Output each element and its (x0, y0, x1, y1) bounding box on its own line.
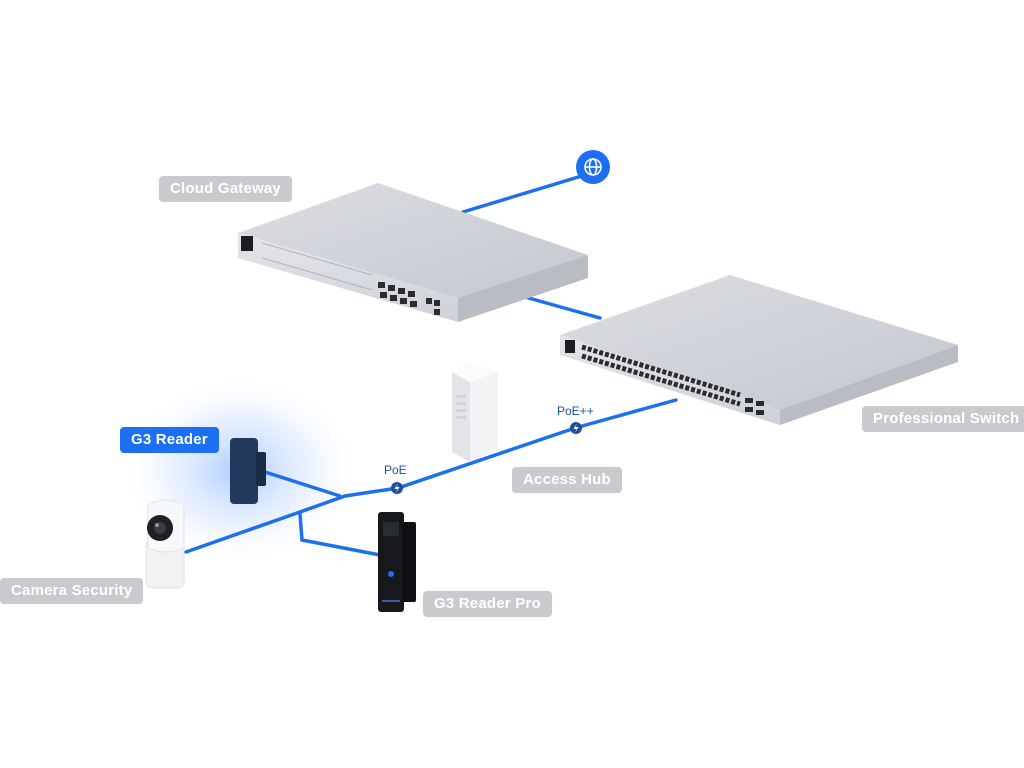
professional-switch-label: Professional Switch (862, 406, 1024, 432)
access-hub-label: Access Hub (512, 467, 622, 493)
cable-reader-pro (298, 512, 382, 557)
g3-reader-device[interactable] (230, 438, 266, 504)
poe-plus-link-label: PoE++ (557, 404, 594, 418)
g3-reader-label: G3 Reader (120, 427, 219, 453)
poe-link-label: PoE (384, 463, 407, 477)
professional-switch-device[interactable] (560, 275, 958, 425)
switch-sfp-ports (745, 398, 764, 415)
lightning-icon (573, 423, 579, 433)
globe-icon (584, 158, 602, 176)
cloud-gateway-label: Cloud Gateway (159, 176, 292, 202)
internet-node[interactable] (576, 150, 610, 184)
g3-reader-pro-device[interactable] (378, 512, 416, 612)
cable-internet (461, 173, 587, 214)
cloud-gateway-device[interactable] (238, 183, 588, 322)
switch-port-rows (581, 344, 741, 407)
poe-plus-marker (570, 422, 582, 434)
g3-reader-pro-label: G3 Reader Pro (423, 591, 552, 617)
cable-reader (263, 470, 342, 498)
camera-security-device[interactable] (145, 499, 185, 589)
cables (184, 173, 678, 557)
lightning-icon (394, 483, 400, 493)
cable-switch-camera (184, 398, 678, 554)
camera-security-label: Camera Security (0, 578, 144, 604)
gateway-ports (378, 282, 440, 315)
power-icon (565, 340, 575, 353)
poe-marker (391, 482, 403, 494)
cable-gateway-switch (523, 295, 602, 320)
access-hub-vents (456, 395, 466, 419)
power-icon (241, 236, 253, 251)
access-hub-device[interactable] (452, 362, 498, 462)
